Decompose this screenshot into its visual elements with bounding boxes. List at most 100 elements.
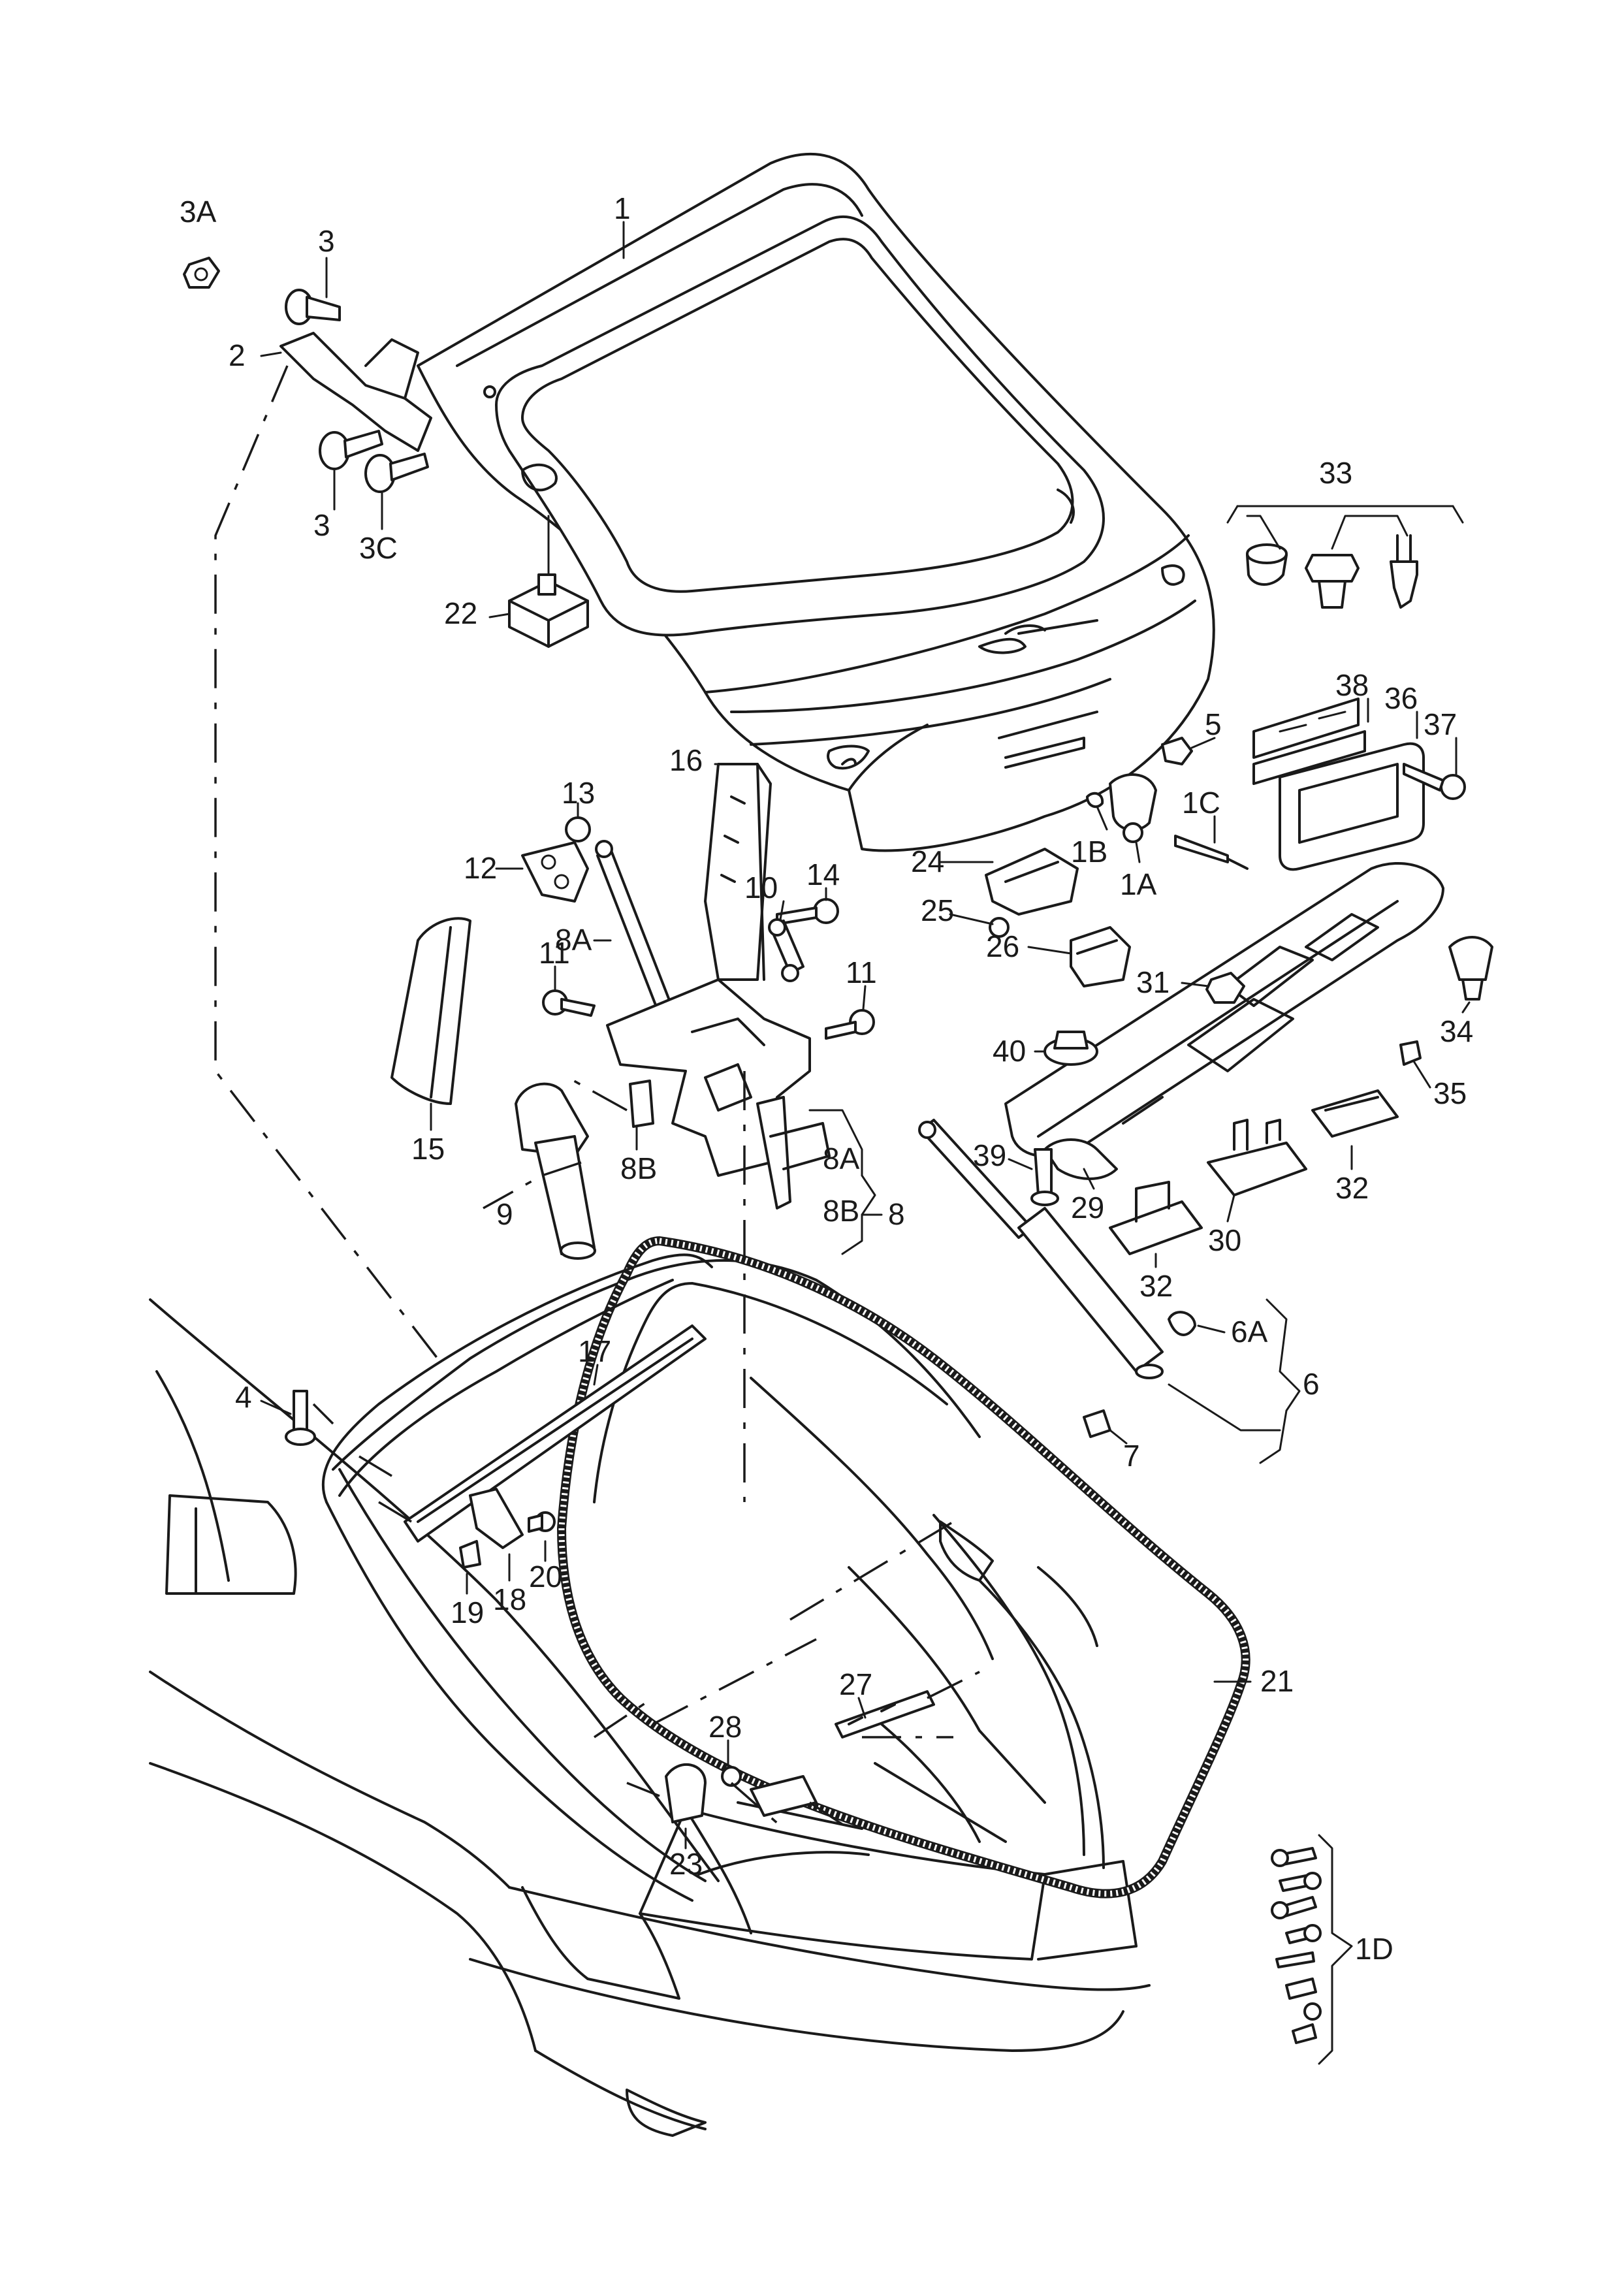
label-8: 8 xyxy=(888,1197,905,1231)
trim-15 xyxy=(390,917,471,1105)
label-27: 27 xyxy=(839,1667,872,1701)
bolt-20 xyxy=(528,1511,556,1533)
tailgate-panel-1 xyxy=(417,153,1215,852)
label-1a: 1A xyxy=(1120,867,1157,901)
label-17: 17 xyxy=(578,1334,611,1368)
label-33: 33 xyxy=(1319,456,1352,490)
clip-6a xyxy=(1168,1311,1196,1336)
label-25: 25 xyxy=(921,893,954,927)
fastener-group-1d xyxy=(1271,1847,1322,2044)
label-3c: 3C xyxy=(359,531,398,565)
part-8b xyxy=(629,1080,654,1128)
screw-37 xyxy=(1403,763,1466,800)
label-13: 13 xyxy=(562,776,595,810)
label-35: 35 xyxy=(1433,1076,1467,1110)
label-30: 30 xyxy=(1208,1223,1241,1257)
label-22: 22 xyxy=(444,596,477,630)
clip-5 xyxy=(1161,737,1193,765)
latch-26 xyxy=(1070,926,1131,987)
clip-34 xyxy=(1448,936,1493,1001)
label-1b: 1B xyxy=(1071,835,1107,869)
bar-17 xyxy=(404,1324,707,1543)
label-7: 7 xyxy=(1123,1439,1140,1473)
label-11-left: 11 xyxy=(539,936,570,970)
label-3-top: 3 xyxy=(318,224,335,258)
label-6a: 6A xyxy=(1231,1315,1268,1349)
label-20: 20 xyxy=(529,1560,562,1594)
label-10: 10 xyxy=(744,871,778,905)
strip-27 xyxy=(835,1690,935,1738)
label-8b-left: 8B xyxy=(620,1151,657,1185)
label-1c: 1C xyxy=(1182,786,1220,820)
bolt-3c xyxy=(364,453,429,493)
label-15: 15 xyxy=(411,1132,445,1166)
decal-38 xyxy=(1252,697,1360,759)
label-1d: 1D xyxy=(1355,1932,1393,1966)
buffer-22 xyxy=(508,573,589,648)
screw-25 xyxy=(989,917,1010,938)
label-32-right: 32 xyxy=(1335,1171,1369,1205)
nut-28 xyxy=(721,1766,742,1787)
label-19: 19 xyxy=(451,1595,484,1629)
label-28: 28 xyxy=(709,1710,742,1744)
label-5: 5 xyxy=(1205,707,1222,741)
label-37: 37 xyxy=(1424,707,1457,741)
label-8a-top: 8A xyxy=(555,923,592,957)
bolt-39 xyxy=(1030,1148,1059,1206)
label-34: 34 xyxy=(1440,1014,1473,1048)
striker-23 xyxy=(665,1763,707,1823)
label-11-right: 11 xyxy=(846,955,877,989)
part-labels: 3A 3 1 2 3 3C 22 33 38 36 37 5 1C 1B 1A … xyxy=(180,191,1473,1966)
link-10 xyxy=(768,918,804,982)
bolt-11-right xyxy=(825,1009,875,1040)
label-38: 38 xyxy=(1335,668,1369,702)
hinge-assembly-8 xyxy=(606,978,831,1210)
label-24: 24 xyxy=(911,844,944,878)
label-40: 40 xyxy=(993,1034,1026,1068)
gas-strut-9 xyxy=(515,1082,596,1260)
leader-lines xyxy=(260,221,1471,2065)
lock-parts-1abc xyxy=(1086,773,1249,870)
label-32-left: 32 xyxy=(1139,1269,1173,1303)
lamp-32-right xyxy=(1311,1089,1399,1138)
clip-35 xyxy=(1399,1040,1422,1066)
label-8a: 8A xyxy=(823,1142,860,1176)
label-36: 36 xyxy=(1384,681,1418,715)
clip-7 xyxy=(1083,1409,1111,1438)
clip-19 xyxy=(459,1540,481,1569)
hinge-2 xyxy=(279,332,432,452)
label-1: 1 xyxy=(614,191,631,225)
lock-24 xyxy=(985,848,1079,916)
label-3a: 3A xyxy=(180,195,217,229)
label-8b: 8B xyxy=(823,1194,859,1228)
plate-trim-29 xyxy=(1004,862,1444,1180)
label-12: 12 xyxy=(464,851,497,885)
trunk-seal-21 xyxy=(556,1236,1250,1898)
label-16: 16 xyxy=(669,743,703,777)
label-2: 2 xyxy=(229,338,246,372)
bracket-12 xyxy=(521,841,589,903)
car-body-outline xyxy=(149,1259,1151,2137)
label-23: 23 xyxy=(669,1847,703,1881)
lamp-32-left xyxy=(1109,1181,1203,1255)
label-31: 31 xyxy=(1136,965,1170,999)
part-group-33 xyxy=(1246,534,1418,609)
bracket-18 xyxy=(469,1488,524,1549)
gas-strut-6 xyxy=(918,1119,1164,1379)
nut-40 xyxy=(1043,1031,1098,1066)
plate-holder-36 xyxy=(1252,730,1425,871)
label-14: 14 xyxy=(806,857,840,891)
assembly-dashed-lines xyxy=(214,365,980,1830)
label-26: 26 xyxy=(986,929,1019,963)
bolt-3-lower xyxy=(319,430,383,470)
bolt-3-top xyxy=(285,289,341,325)
label-9: 9 xyxy=(496,1197,513,1231)
trunk-opening-rim xyxy=(321,1253,713,1503)
label-29: 29 xyxy=(1071,1191,1104,1225)
lamp-30 xyxy=(1207,1119,1307,1196)
label-18: 18 xyxy=(493,1582,526,1616)
nut-31 xyxy=(1205,972,1245,1004)
nut-3a xyxy=(183,257,220,289)
bolt-11-left xyxy=(542,989,596,1017)
